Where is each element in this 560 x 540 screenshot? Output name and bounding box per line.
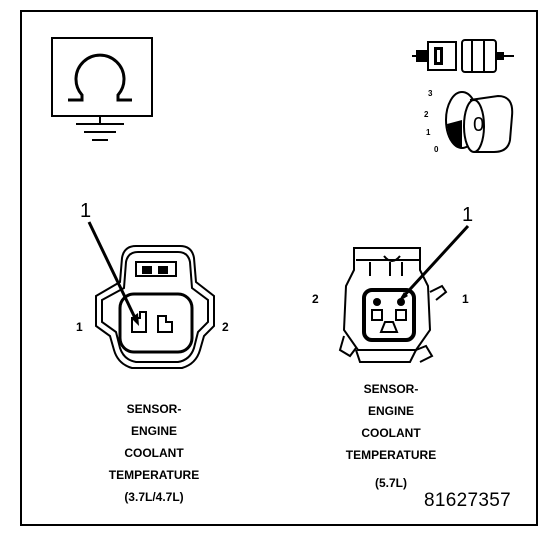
- right-callout-number: 1: [462, 204, 474, 226]
- left-connector-pin-1-label: 1: [76, 320, 83, 334]
- ignition-key-label: 0: [473, 114, 485, 136]
- left-caption-line: ENGINE: [130, 424, 177, 438]
- diagram-frame: [20, 10, 538, 526]
- right-connector-pin-2-label: 2: [312, 292, 319, 306]
- right-caption-line: COOLANT: [361, 426, 421, 440]
- right-caption-line: ENGINE: [367, 404, 414, 418]
- left-caption-line: SENSOR-: [126, 402, 182, 416]
- ignition-position-1: 1: [426, 128, 431, 137]
- right-caption-line: TEMPERATURE: [345, 448, 437, 462]
- right-connector-pin-1-label: 1: [462, 292, 469, 306]
- figure-number: 81627357: [424, 490, 511, 511]
- left-callout-number: 1: [80, 200, 92, 222]
- left-caption-line: (3.7L/4.7L): [124, 490, 184, 504]
- ignition-position-0: 0: [434, 145, 439, 154]
- right-caption-line: (5.7L): [374, 476, 407, 490]
- left-caption-line: TEMPERATURE: [108, 468, 200, 482]
- ignition-position-2: 2: [424, 110, 429, 119]
- left-connector-caption: SENSOR- ENGINE COOLANT TEMPERATURE (3.7L…: [74, 398, 234, 508]
- right-connector-caption: SENSOR- ENGINE COOLANT TEMPERATURE (5.7L…: [311, 378, 471, 494]
- left-caption-line: COOLANT: [124, 446, 184, 460]
- right-caption-line: SENSOR-: [363, 382, 419, 396]
- left-connector-pin-2-label: 2: [222, 320, 229, 334]
- ignition-position-3: 3: [428, 89, 433, 98]
